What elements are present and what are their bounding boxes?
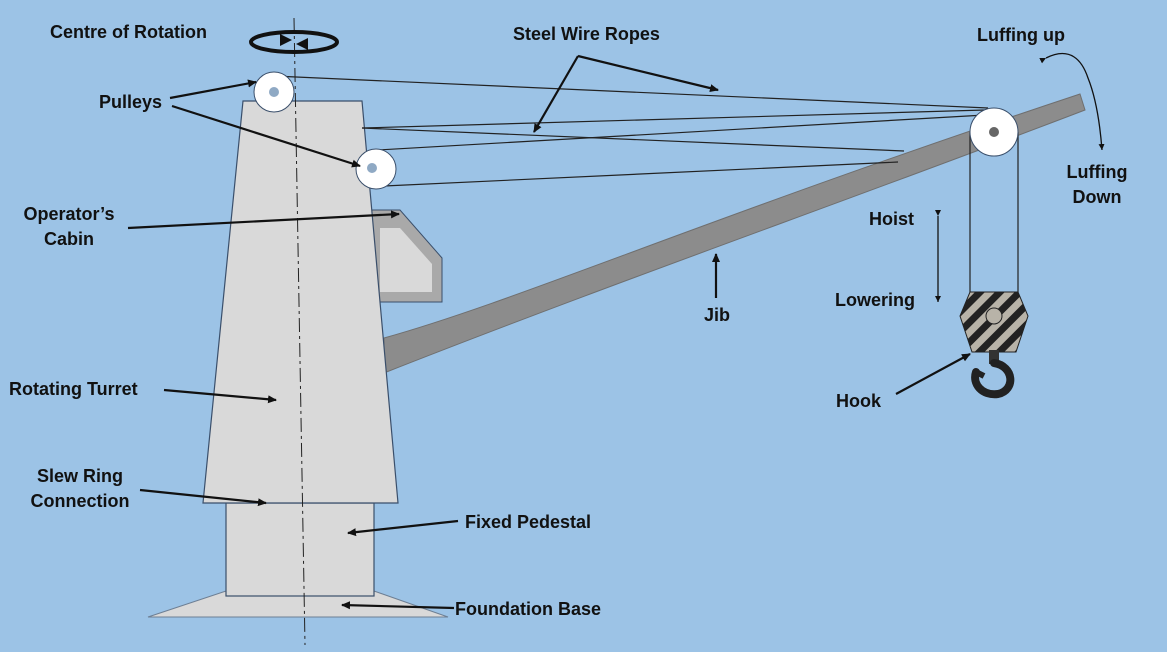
steel-wire-ropes-label: Steel Wire Ropes	[513, 24, 660, 44]
rotating-turret	[202, 100, 399, 504]
top-pulley	[253, 71, 295, 113]
annotation-arrows	[127, 54, 971, 610]
hoist-label: Hoist	[869, 209, 914, 229]
lowering-label: Lowering	[835, 290, 915, 310]
centre-of-rotation-label: Centre of Rotation	[50, 22, 207, 42]
ropes-arrow-right	[577, 54, 719, 92]
turret-arrow	[163, 388, 277, 404]
jib-tip-pulley	[969, 107, 1019, 157]
luffing-down-line-1: Luffing	[1066, 162, 1128, 182]
foundation-base-label: Foundation Base	[455, 599, 602, 619]
centre-line	[293, 17, 306, 646]
rotation-icon	[249, 30, 339, 54]
operators-cabin-line-1: Operator’s	[23, 204, 115, 224]
jib-label: Jib	[704, 305, 731, 325]
hook	[971, 350, 1015, 399]
operators-cabin-label: Operator’s Cabin	[14, 202, 124, 252]
slew-ring-connection-label: Slew Ring Connection	[12, 464, 148, 514]
pulleys-label: Pulleys	[99, 92, 163, 112]
operators-cabin-window	[380, 228, 432, 292]
fixed-pedestal-label: Fixed Pedestal	[465, 512, 592, 532]
hoist-ropes	[969, 132, 1019, 292]
slew-ring-line-2: Connection	[30, 491, 130, 511]
luffing-down-label: Luffing Down	[1060, 160, 1134, 210]
fixed-pedestal	[225, 502, 375, 597]
luffing-down-line-2: Down	[1072, 187, 1122, 207]
operators-cabin-line-2: Cabin	[43, 229, 94, 249]
pulleys-arrow-mid	[171, 104, 361, 168]
pulleys-arrow-top	[169, 79, 257, 100]
pedestal-arrow	[347, 519, 459, 537]
hook-block	[959, 291, 1029, 353]
slew-ring-line-1: Slew Ring	[36, 466, 123, 486]
ropes-arrow-left	[533, 55, 579, 133]
slew-ring-arrow	[139, 488, 267, 507]
cabin-arrow	[127, 210, 400, 230]
rotating-turret-label: Rotating Turret	[9, 379, 138, 399]
foundation-arrow	[341, 601, 455, 610]
hook-arrow	[895, 353, 971, 395]
hook-label: Hook	[836, 391, 881, 411]
luffing-arrow	[1039, 52, 1105, 151]
luffing-up-label: Luffing up	[977, 25, 1065, 45]
middle-pulley	[355, 148, 397, 190]
steel-wire-ropes	[273, 75, 989, 187]
